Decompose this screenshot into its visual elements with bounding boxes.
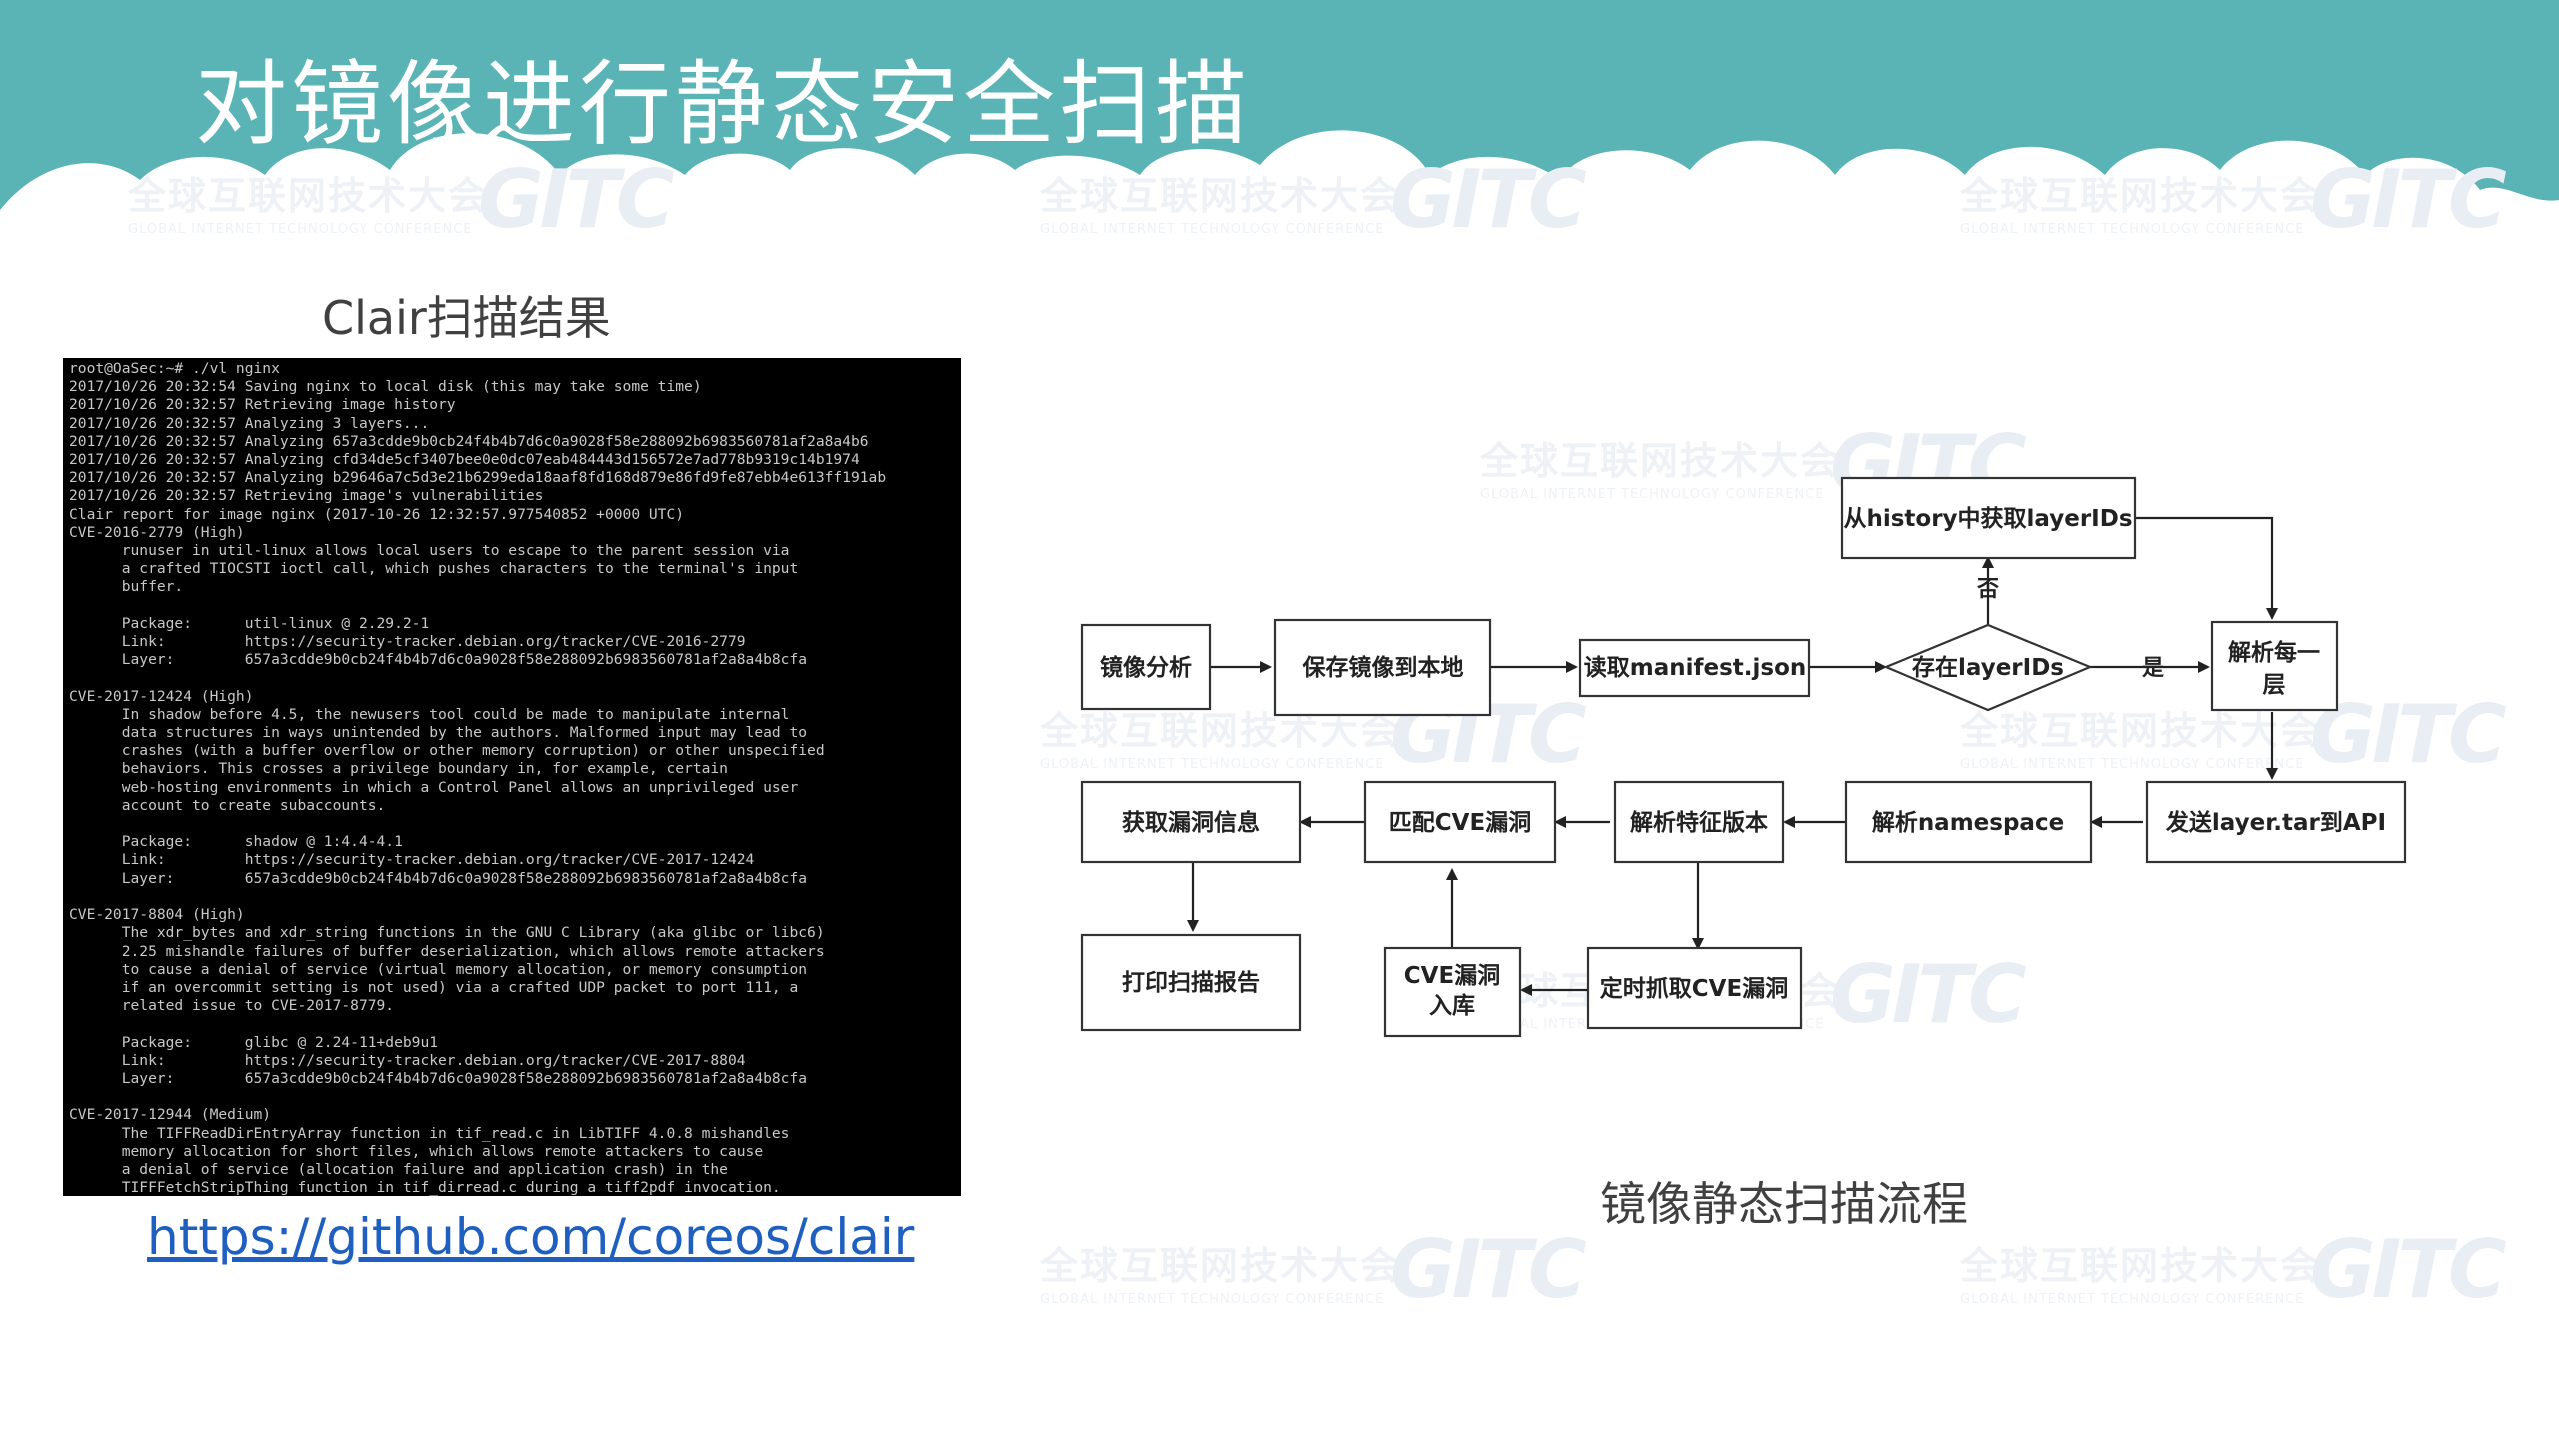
terminal-line: 2017/10/26 20:32:57 Retrieving image's v…: [69, 487, 544, 505]
edge-history-to-parse: [2135, 516, 2278, 620]
watermark: 全球互联网技术大会 GLOBAL INTERNET TECHNOLOGY CON…: [1040, 1223, 1587, 1316]
terminal-line: 2017/10/26 20:32:57 Analyzing cfd34de5cf…: [69, 451, 860, 469]
node-get-vuln-info: 获取漏洞信息: [1122, 809, 1260, 836]
terminal-line: Clair report for image nginx (2017-10-26…: [69, 505, 685, 523]
watermark-subtext: GLOBAL INTERNET TECHNOLOGY CONFERENCE: [1040, 1292, 1385, 1307]
watermark: 全球互联网技术大会 GLOBAL INTERNET TECHNOLOGY CON…: [1960, 1223, 2507, 1316]
node-parse-namespace-box: [1844, 780, 2093, 864]
node-send-layer-box: [2145, 780, 2407, 864]
node-parse-feature-box: [1613, 780, 1785, 864]
terminal-line: CVE-2017-8804 (High): [69, 906, 245, 924]
node-read-manifest-box: [1578, 638, 1811, 698]
terminal-line: 2017/10/26 20:32:57 Analyzing 657a3cdde9…: [69, 432, 869, 450]
terminal-line: 2017/10/26 20:32:57 Retrieving image his…: [69, 396, 456, 414]
node-cve-store-line1: CVE漏洞: [1404, 963, 1500, 989]
header-cloud-banner: [0, 0, 2559, 210]
terminal-line: to cause a denial of service (virtual me…: [69, 960, 808, 978]
watermark-logo: GITC: [1390, 1223, 1587, 1316]
node-parse-feature-version: 解析特征版本: [1630, 809, 1768, 836]
node-save-image-box: [1273, 618, 1492, 717]
node-read-manifest: 读取manifest.json: [1584, 655, 1807, 681]
node-print-report-box: [1080, 933, 1302, 1032]
terminal-line: related issue to CVE-2017-8779.: [69, 997, 395, 1015]
terminal-line: crashes (with a buffer overflow or other…: [69, 742, 825, 760]
terminal-line: Layer: 657a3cdde9b0cb24f4b4b7d6c0a9028f5…: [69, 1069, 808, 1087]
terminal-line: The TIFFReadDirEntryArray function in ti…: [69, 1124, 790, 1142]
terminal-line: runuser in util-linux allows local users…: [69, 542, 790, 560]
watermark-text: 全球互联网技术大会: [1040, 1244, 1401, 1288]
terminal-line: CVE-2017-12424 (High): [69, 687, 254, 705]
terminal-line: The xdr_bytes and xdr_string functions i…: [69, 924, 825, 942]
watermark-text: 全球互联网技术大会: [1960, 1244, 2321, 1288]
terminal-line: data structures in ways unintended by th…: [69, 724, 808, 742]
node-match-cve-box: [1363, 780, 1557, 864]
terminal-line: Package: shadow @ 1:4.4-4.1: [69, 833, 403, 851]
clair-result-label: Clair扫描结果: [322, 291, 611, 345]
terminal-line: a denial of service (allocation failure …: [69, 1160, 728, 1178]
terminal-line: 2017/10/26 20:32:57 Analyzing b29646a7c5…: [69, 469, 887, 487]
node-history-box: [1840, 476, 2137, 560]
node-get-vuln-info-box: [1080, 780, 1302, 864]
edge-label-yes: 是: [2142, 656, 2164, 681]
terminal-line: [69, 815, 955, 833]
terminal-line: Layer: 657a3cdde9b0cb24f4b4b7d6c0a9028f5…: [69, 651, 808, 669]
terminal-line: account to create subaccounts.: [69, 796, 386, 814]
node-has-layerids: 存在layerIDs: [1912, 654, 2064, 681]
watermark-logo: GITC: [2310, 1223, 2507, 1316]
node-fetch-cve: 定时抓取CVE漏洞: [1600, 975, 1788, 1002]
terminal-line: 2017/10/26 20:32:57 Analyzing 3 layers..…: [69, 414, 430, 432]
scan-flowchart: 否 是 镜像分析 保存镜像到本地 读取manifest.json 存在layer…: [1080, 476, 2407, 1038]
terminal-line: Package: util-linux @ 2.29.2-1: [69, 614, 430, 632]
node-image-analysis-box: [1080, 623, 1212, 711]
watermark-subtext: GLOBAL INTERNET TECHNOLOGY CONFERENCE: [1960, 1292, 2305, 1307]
node-parse-each-layer-line1: 解析每一: [2228, 639, 2320, 666]
terminal-line: CVE-2016-2779 (High): [69, 523, 245, 541]
terminal-line: Link: https://security-tracker.debian.or…: [69, 633, 746, 651]
edge-label-no: 否: [1976, 577, 1999, 602]
terminal-line: Link: https://security-tracker.debian.or…: [69, 1051, 746, 1069]
node-save-image-local: 保存镜像到本地: [1302, 654, 1464, 681]
node-has-layerids-diamond: [1883, 623, 2093, 712]
terminal-line: a crafted TIOCSTI ioctl call, which push…: [69, 560, 799, 578]
clair-github-link[interactable]: https://github.com/coreos/clair: [147, 1208, 915, 1266]
terminal-line: TIFFFetchStripThing function in tif_dirr…: [69, 1179, 781, 1196]
node-cve-store-line2: 入库: [1429, 993, 1475, 1019]
terminal-line: Package: glibc @ 2.24-11+deb9u1: [69, 1033, 439, 1051]
terminal-line: memory allocation for short files, which…: [69, 1142, 764, 1160]
terminal-line: Layer: 657a3cdde9b0cb24f4b4b7d6c0a9028f5…: [69, 869, 808, 887]
node-image-analysis: 镜像分析: [1100, 654, 1192, 681]
terminal-line: Link: https://security-tracker.debian.or…: [69, 851, 755, 869]
terminal-line: CVE-2017-12944 (Medium): [69, 1106, 272, 1124]
terminal-line: [69, 888, 955, 906]
node-send-layer-tar: 发送layer.tar到API: [2165, 809, 2386, 836]
node-parse-each-layer-line2: 层: [2263, 672, 2286, 698]
terminal-line: In shadow before 4.5, the newusers tool …: [69, 705, 790, 723]
node-cve-store-box: [1383, 946, 1522, 1038]
slide-header: 对镜像进行静态安全扫描: [0, 0, 2559, 230]
terminal-line: 2.25 mishandle failures of buffer deseri…: [69, 942, 825, 960]
terminal-line: web-hosting environments in which a Cont…: [69, 778, 799, 796]
terminal-line: if an overcommit setting is not used) vi…: [69, 978, 799, 996]
node-match-cve: 匹配CVE漏洞: [1389, 810, 1531, 836]
flowchart-caption: 镜像静态扫描流程: [1600, 1177, 1968, 1231]
slide-title: 对镜像进行静态安全扫描: [195, 51, 1252, 158]
terminal-line: [69, 597, 955, 615]
node-parse-namespace: 解析namespace: [1872, 809, 2064, 836]
node-parse-each-layer-box: [2210, 620, 2339, 712]
terminal-line: behaviors. This crosses a privilege boun…: [69, 760, 728, 778]
terminal-line: [69, 669, 955, 687]
terminal-line: 2017/10/26 20:32:54 Saving nginx to loca…: [69, 378, 702, 396]
terminal-line: buffer.: [69, 578, 184, 596]
node-print-report: 打印扫描报告: [1122, 969, 1260, 996]
terminal-line: [69, 1015, 955, 1033]
node-fetch-cve-box: [1586, 946, 1803, 1030]
terminal-line: root@OaSec:~# ./vl nginx: [69, 360, 280, 377]
node-get-layerids-history: 从history中获取layerIDs: [1843, 506, 2132, 532]
terminal-line: [69, 1088, 955, 1106]
